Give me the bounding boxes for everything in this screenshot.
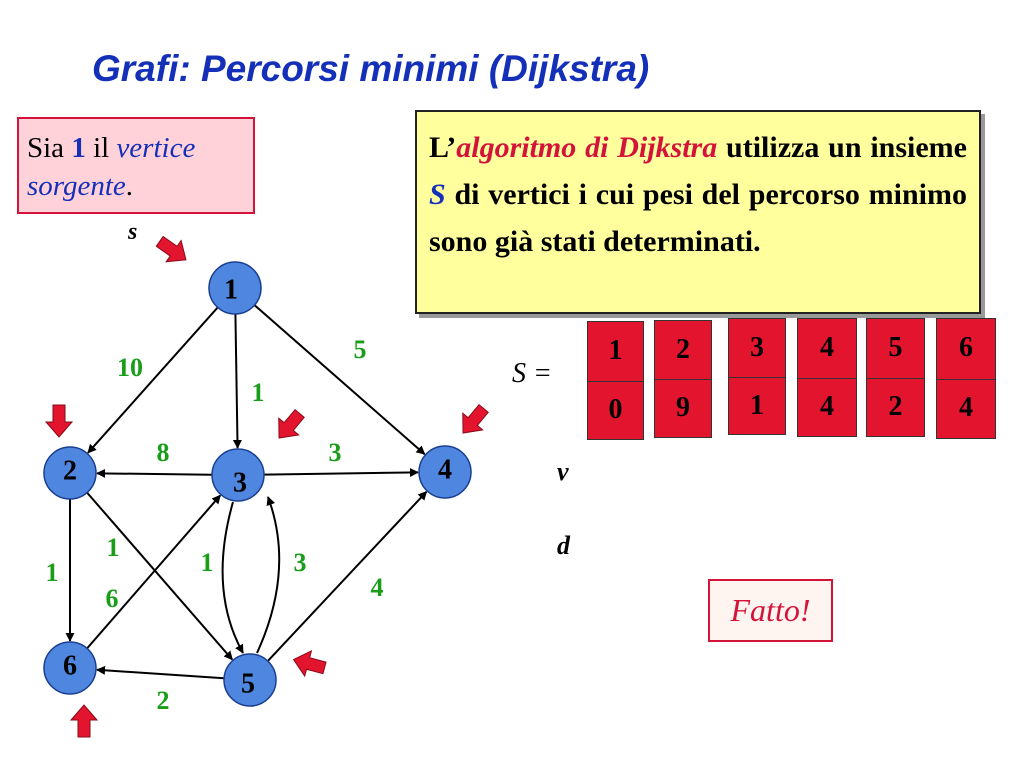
done-box: Fatto! [708, 579, 833, 642]
node-circle-2 [43, 446, 97, 500]
slide-title: Grafi: Percorsi minimi (Dijkstra) [92, 48, 650, 89]
node-label-4: 4 [438, 454, 452, 485]
edge-weight-3-2: 8 [157, 438, 170, 467]
red-arrow-node-6 [69, 704, 99, 738]
source-s-label: s [128, 219, 138, 245]
graph-node-6: 6 [43, 641, 97, 695]
edge-1-3 [232, 313, 242, 449]
node-label-3: 3 [233, 467, 247, 498]
node-circle-1 [208, 261, 262, 315]
graph-node-1: 1 [208, 261, 262, 315]
desc-algoritmo: algoritmo di Dijkstra [456, 131, 718, 164]
intro-box: Sia 1 il vertice sorgente. [17, 117, 255, 214]
intro-il: il [93, 132, 110, 164]
S-vertex-1: 1 [588, 322, 643, 382]
S-distance-2: 9 [676, 392, 690, 423]
red-arrow-node-3 [278, 408, 305, 439]
graph-node-5: 5 [223, 653, 277, 707]
desc-rest2: di vertici i cui pesi del percorso minim… [429, 178, 967, 258]
edge-5-3 [256, 496, 281, 654]
graph-node-3: 3 [211, 448, 265, 502]
desc-set-S: S [429, 178, 446, 211]
graph-node-2: 2 [43, 446, 97, 500]
red-arrow-node-5 [292, 649, 327, 678]
S-vertex-6: 6 [937, 319, 995, 380]
node-label-6: 6 [63, 650, 77, 681]
red-arrow-node-4 [462, 403, 489, 434]
S-vertex-2: 2 [655, 321, 711, 380]
red-arrow-node-2 [44, 404, 74, 438]
edge-1-2 [87, 306, 219, 454]
node-label-2: 2 [63, 455, 77, 486]
S-vertex-4: 4 [798, 319, 856, 379]
edge-weight-2-5: 1 [107, 533, 120, 562]
v-row-label: v [557, 457, 569, 486]
S-distance-6: 4 [959, 391, 973, 423]
node-circle-3 [211, 448, 265, 502]
edge-weight-1-2: 10 [117, 353, 143, 382]
edge-weight-5-4: 4 [371, 573, 384, 602]
edge-2-5 [86, 491, 234, 661]
edge-5-6 [96, 665, 225, 680]
edge-6-3 [86, 494, 222, 650]
node-circle-6 [43, 641, 97, 695]
S-vertex-3: 3 [729, 319, 785, 378]
edge-weight-1-4: 5 [354, 335, 367, 364]
S-vertex-5: 5 [867, 319, 924, 379]
edge-3-2 [96, 468, 213, 478]
edge-weight-5-6: 2 [157, 686, 170, 715]
desc-rest1: utilizza un insieme [726, 131, 967, 164]
d-row-label: d [557, 531, 570, 560]
S-distance-3: 1 [750, 389, 764, 421]
description-box: L’algoritmo di Dijkstra utilizza un insi… [415, 110, 981, 314]
edge-weight-6-3: 6 [106, 584, 119, 613]
edge-weight-5-3: 3 [294, 548, 307, 577]
edge-1-4 [253, 304, 426, 455]
node-label-5: 5 [241, 668, 255, 699]
S-distance-5: 2 [888, 390, 903, 422]
node-circle-4 [418, 445, 472, 499]
desc-l: L’ [429, 131, 457, 164]
intro-vertice: vertice [116, 132, 196, 164]
graph-node-4: 4 [418, 445, 472, 499]
edge-3-4 [263, 468, 419, 478]
edge-weight-2-6: 1 [46, 558, 59, 587]
edge-5-4 [267, 491, 428, 662]
edge-weight-3-5: 1 [201, 548, 214, 577]
red-arrow-node-1 [155, 235, 187, 263]
intro-dot: . [125, 170, 134, 202]
node-circle-5 [223, 653, 277, 707]
edge-weight-3-4: 3 [329, 438, 342, 467]
S-equals-label: S = [512, 358, 552, 389]
node-label-1: 1 [224, 274, 238, 305]
edge-weight-1-3: 1 [252, 378, 265, 407]
intro-source-vertex: 1 [71, 132, 86, 164]
S-distance-4: 4 [820, 390, 834, 422]
S-distance-1: 0 [608, 393, 623, 425]
edge-3-5 [221, 501, 244, 654]
intro-sorgente: sorgente [27, 170, 126, 202]
intro-sia: Sia [27, 132, 65, 164]
